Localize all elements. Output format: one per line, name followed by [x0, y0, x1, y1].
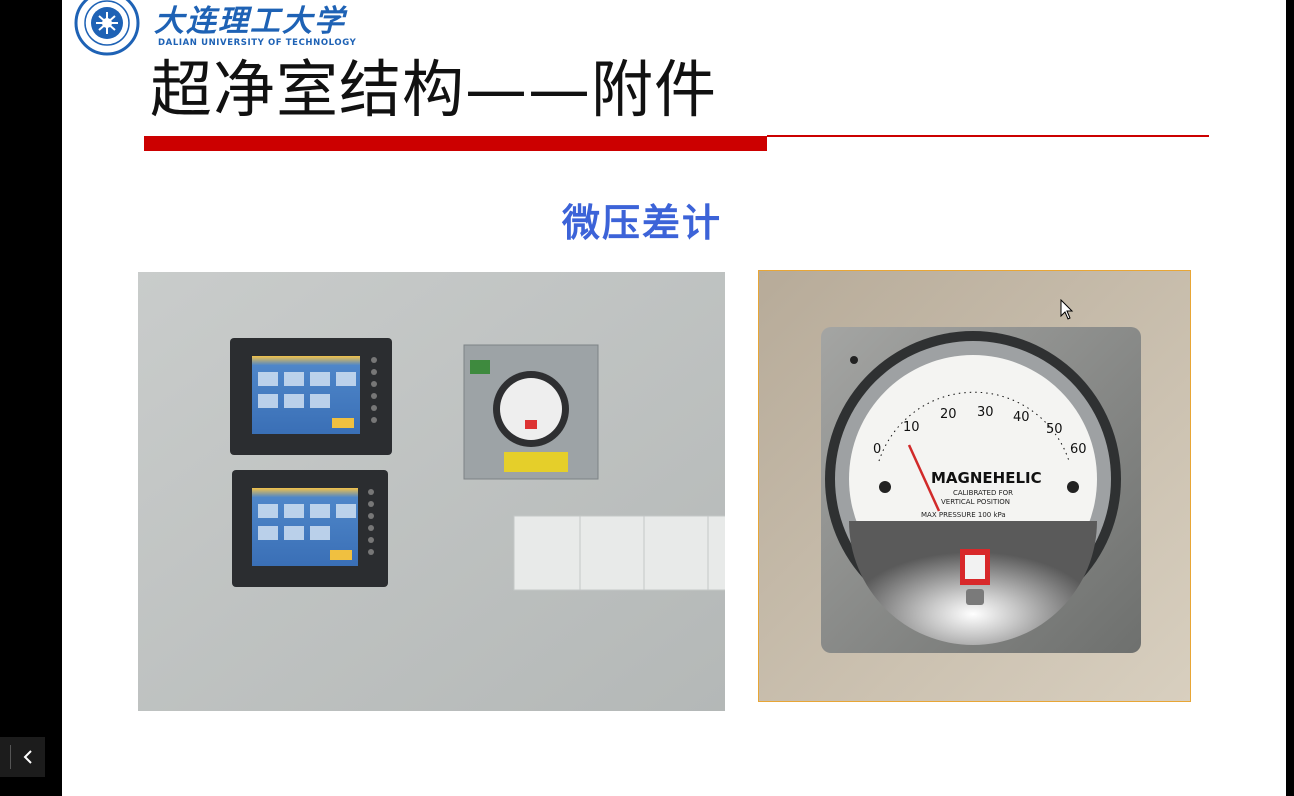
slide-title: 超净室结构——附件 [150, 53, 718, 126]
slide-subtitle: 微压差计 [561, 201, 722, 245]
mouse-pointer-icon [1060, 299, 1074, 320]
previous-slide-button[interactable] [0, 737, 45, 777]
right-black-strip [1286, 0, 1294, 796]
gauge-calibration-line2: VERTICAL POSITION [941, 498, 1010, 506]
title-rule-thin [767, 135, 1209, 137]
gauge-brand: MAGNEHELIC [931, 469, 1042, 487]
chevron-left-icon [23, 750, 32, 764]
gauge-scale-20: 20 [940, 407, 957, 422]
logo-chinese-name: 大连理工大学 [154, 4, 346, 39]
gauge-scale-50: 50 [1046, 422, 1063, 437]
slide: 大连理工大学 DALIAN UNIVERSITY OF TECHNOLOGY 超… [62, 0, 1286, 796]
gauge-scale-40: 40 [1013, 410, 1030, 425]
gauge-max-pressure: MAX PRESSURE 100 kPa [921, 511, 1006, 519]
nav-separator [10, 745, 11, 769]
gauge-scale-60: 60 [1070, 442, 1087, 457]
gauge-scale-0: 0 [873, 442, 881, 457]
photo-magnehelic-gauge: 0 10 20 30 40 50 60 MAGNEHELIC CALIBRATE… [758, 270, 1191, 702]
gauge-scale-30: 30 [977, 405, 994, 420]
gauge-calibration-line1: CALIBRATED FOR [953, 489, 1013, 497]
university-emblem-icon [74, 0, 140, 56]
gauge-scale-10: 10 [903, 420, 920, 435]
logo-english-name: DALIAN UNIVERSITY OF TECHNOLOGY [158, 38, 357, 48]
photo-wall-panels [138, 272, 725, 711]
title-rule-thick [144, 136, 767, 151]
